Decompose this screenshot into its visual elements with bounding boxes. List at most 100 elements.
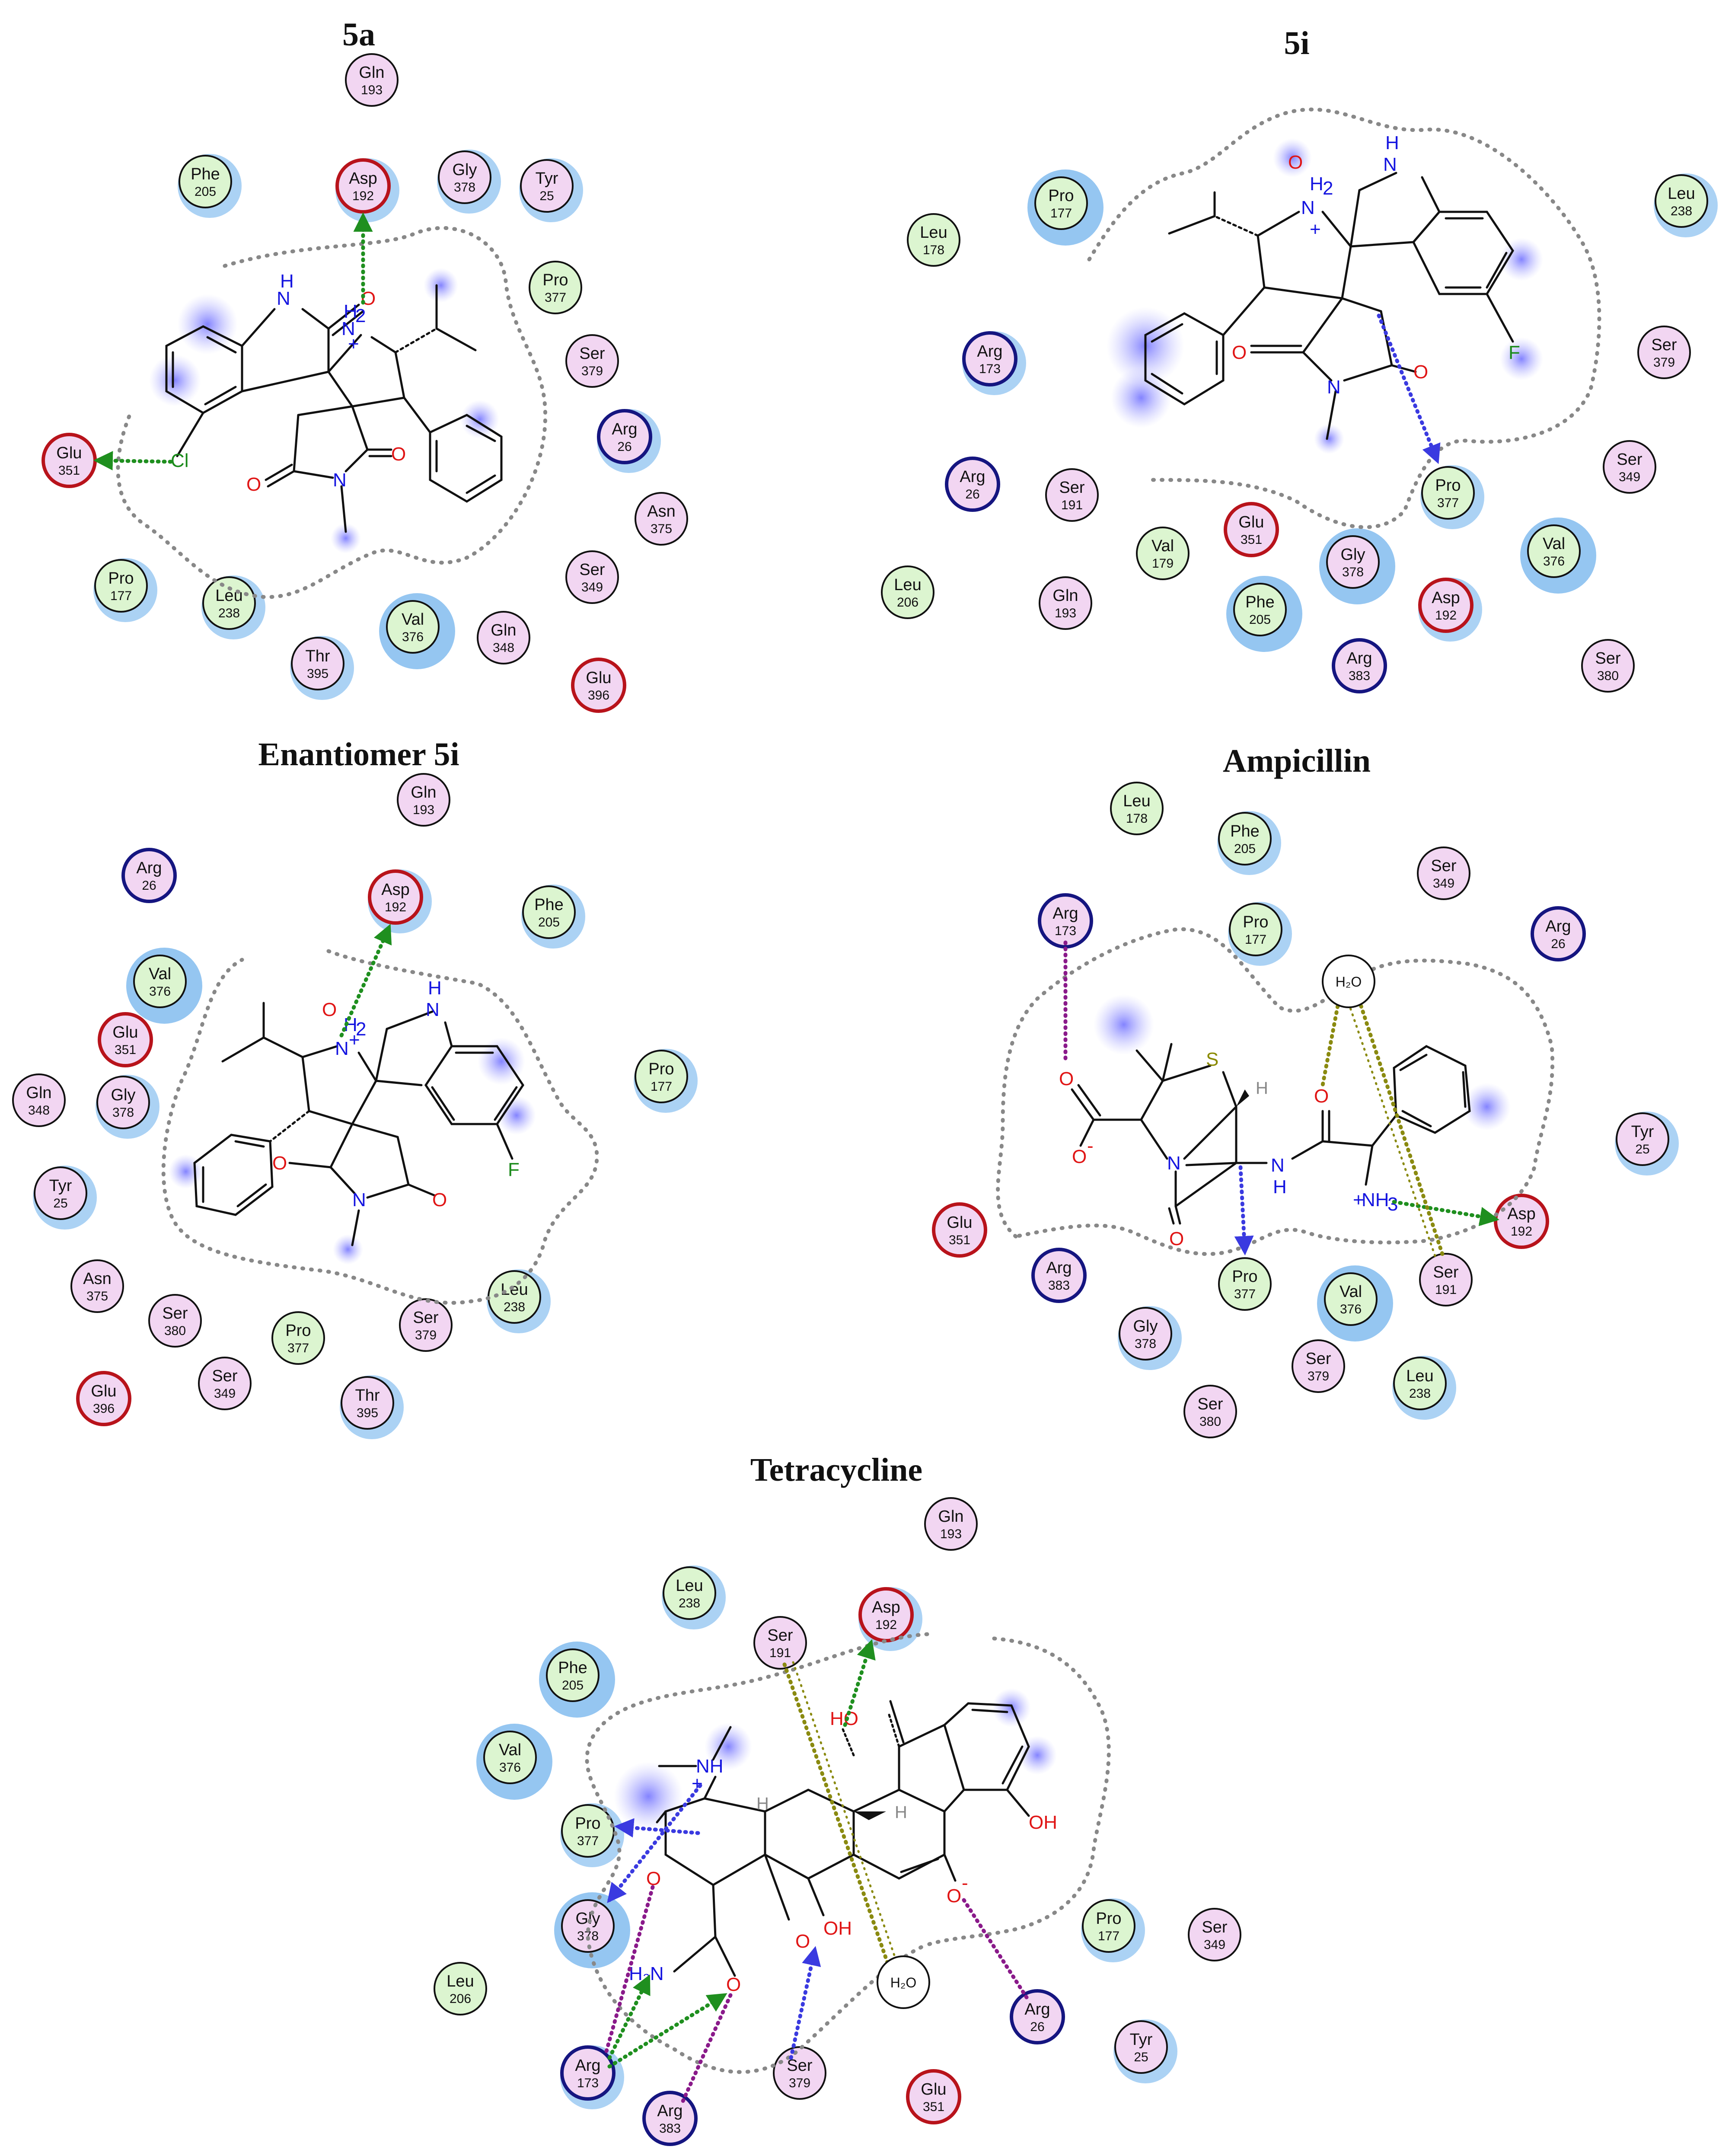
bond	[943, 1789, 965, 1813]
bond	[656, 1810, 667, 1824]
residue-name: Gln	[938, 1508, 963, 1526]
atom-OH: OH	[823, 1918, 852, 1939]
residue-name: Arg	[1052, 904, 1078, 923]
residue-number: 177	[1245, 933, 1266, 947]
residue-group-tetracycline: Gln193Leu238Ser191Asp192Phe205Val376Pro3…	[434, 1497, 1241, 2146]
residue-number: 193	[1055, 606, 1076, 620]
water-label: H₂O	[890, 1975, 916, 1990]
hydrophobic-glow	[1500, 238, 1543, 281]
residue-number: 351	[949, 1233, 970, 1247]
hbond-line-arg173	[607, 1993, 727, 2069]
residue-name: Glu	[921, 2080, 946, 2099]
bond-hash	[842, 1728, 855, 1757]
residue-disc	[345, 53, 399, 107]
bond-hash	[887, 1711, 900, 1748]
residue-name: Tyr	[1130, 2031, 1153, 2049]
residue-number: 383	[1349, 669, 1370, 683]
atom-O: O	[1288, 152, 1303, 173]
atom-H2: H	[1310, 173, 1324, 195]
residue-disc	[1581, 639, 1635, 693]
residue-number: 396	[588, 688, 609, 703]
charge-plus: +	[1353, 1189, 1364, 1211]
atom-H: H	[895, 1803, 907, 1822]
residue-number: 378	[112, 1105, 134, 1120]
hbond-line-asp192	[1392, 1200, 1499, 1227]
bond-hash	[394, 327, 438, 354]
residue-name: Val	[1151, 537, 1174, 555]
bond	[351, 1209, 360, 1246]
residue-number: 238	[1671, 204, 1692, 218]
residue-name: Ser	[1431, 857, 1456, 875]
residue-name: Ser	[1651, 336, 1677, 354]
residue-disc	[121, 848, 177, 903]
residue-name: Ser	[162, 1304, 188, 1322]
residue-number: 376	[1340, 1302, 1362, 1316]
ligand-tetracycline: OH O - HO H H NH + O H₂N O O OH	[585, 1632, 1111, 2103]
bond	[1371, 1114, 1397, 1147]
residue-disc	[597, 409, 652, 464]
residue-name: Val	[1340, 1283, 1362, 1301]
residue-name: Pro	[1096, 1910, 1121, 1928]
atom-O: O	[726, 1974, 741, 1995]
residue-number: 238	[218, 606, 240, 620]
bond	[898, 1789, 946, 1813]
water-bridge-line	[1347, 1002, 1436, 1257]
residue-name: Arg	[960, 468, 985, 486]
bond	[1161, 1064, 1212, 1082]
hbond-line-ser379	[789, 1946, 821, 2060]
bond	[204, 386, 237, 406]
residue-number: 377	[545, 291, 566, 305]
residue-disc	[906, 2069, 961, 2124]
bond	[370, 336, 397, 354]
bond	[764, 1789, 810, 1813]
residue-disc	[1324, 1272, 1378, 1326]
charge-minus: -	[1087, 1135, 1094, 1156]
residue-name: Glu	[586, 669, 611, 687]
bond	[234, 1140, 265, 1148]
residue-number: 378	[454, 180, 475, 195]
residue-name: Gln	[359, 64, 384, 82]
charge-plus: +	[349, 1029, 360, 1051]
residue-name: Phe	[534, 896, 564, 914]
panel-title-enantiomer-5i: Enantiomer 5i	[258, 736, 459, 773]
bond	[1349, 241, 1415, 248]
residue-disc	[1326, 535, 1380, 589]
residue-disc	[1418, 578, 1473, 633]
bond	[1302, 351, 1333, 382]
bond	[327, 371, 354, 408]
charge-plus: +	[1310, 219, 1321, 240]
water-bridge-line	[782, 1662, 890, 1967]
residue-number: 192	[875, 1618, 897, 1632]
residue-disc	[399, 1298, 453, 1352]
water-bridge-line	[1320, 992, 1342, 1087]
bond	[807, 1853, 855, 1880]
bond	[327, 303, 360, 330]
residue-disc	[133, 955, 187, 1008]
atom-O: O	[391, 444, 406, 465]
atom-Cl: Cl	[171, 450, 189, 471]
residue-name: Arg	[1024, 2000, 1050, 2019]
residue-number: 348	[493, 641, 514, 655]
hydrophobic-glow	[149, 355, 201, 406]
atom-N: N	[333, 470, 347, 491]
